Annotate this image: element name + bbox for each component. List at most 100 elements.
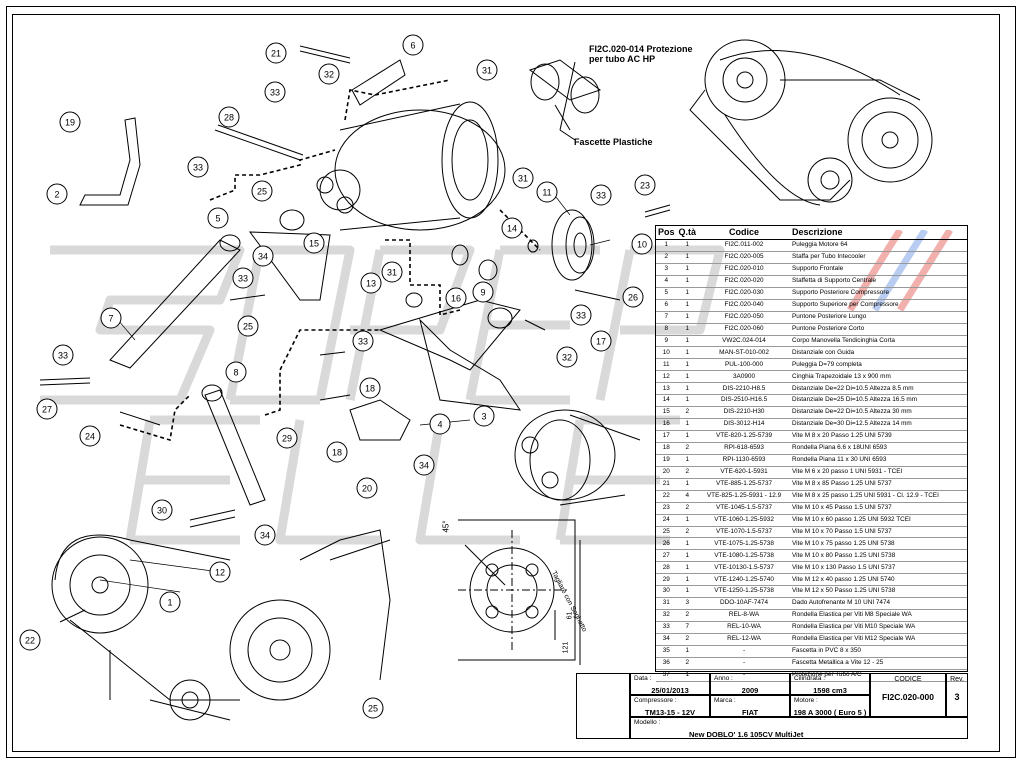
compressor-dimension-view: [458, 409, 641, 665]
balloon-16: 16: [445, 287, 467, 309]
balloon-label: 20: [362, 484, 372, 494]
cell-qty: 1: [676, 430, 699, 443]
cell-pos: 35: [656, 645, 677, 658]
cell-pos: 5: [656, 287, 677, 300]
balloon-circle: [622, 286, 644, 308]
cell-code: REL-12-WA: [698, 633, 791, 646]
balloon-34: 34: [254, 524, 276, 546]
balloon-8: 8: [225, 361, 247, 383]
cell-qty: 1: [676, 311, 699, 324]
cell-code: VW2C.024-014: [698, 335, 791, 348]
dimension-angle: 45°: [441, 520, 451, 533]
balloon-circle: [276, 427, 298, 449]
tube-protection-title-line1: FI2C.020-014 Protezione: [589, 44, 693, 54]
cell-pos: 22: [656, 490, 677, 503]
cell-pos: 34: [656, 633, 677, 646]
balloon-label: 6: [410, 41, 415, 51]
cell-qty: 1: [676, 454, 699, 467]
cell-code: VTE-1250-1.25-5738: [698, 585, 791, 599]
cell-desc: Vite M 10 x 130 Passo 1.5 UNI 5737: [790, 561, 967, 575]
balloon-label: 14: [507, 224, 517, 234]
cell-pos: 17: [656, 430, 677, 443]
cell-desc: Rondella Piana 11 x 30 UNI 6593: [790, 454, 967, 467]
tb-anno: Anno : 2009: [710, 673, 790, 695]
cell-pos: 11: [656, 358, 677, 372]
cell-qty: 1: [676, 287, 699, 300]
balloon-circle: [265, 42, 287, 64]
balloon-circle: [476, 59, 498, 81]
cell-desc: Rondella Elastica per Viti M10 Speciale …: [790, 621, 967, 634]
balloon-circle: [209, 561, 231, 583]
cell-qty: 1: [676, 239, 699, 252]
balloon-29: 29: [276, 427, 298, 449]
balloon-circle: [536, 181, 558, 203]
balloon-15: 15: [303, 232, 325, 254]
cell-code: FI2C.020-005: [698, 251, 791, 264]
tb-codice-value: FI2C.020-000: [882, 692, 934, 702]
balloon-label: 25: [257, 187, 267, 197]
cell-desc: Staffetta di Supporto Centrale: [790, 275, 967, 288]
balloon-label: 10: [637, 240, 647, 250]
cell-pos: 8: [656, 323, 677, 336]
cell-code: VTE-1240-1.25-5740: [698, 573, 791, 587]
cell-qty: 1: [676, 418, 699, 431]
cell-code: FI2C.020-040: [698, 299, 791, 312]
balloon-label: 4: [437, 420, 442, 430]
balloon-label: 33: [358, 337, 368, 347]
title-block: Data : 25/01/2013 Anno : 2009 Cilindrata…: [576, 673, 968, 753]
balloon-circle: [251, 180, 273, 202]
balloon-circle: [512, 167, 534, 189]
balloon-1: 1: [159, 591, 181, 613]
header-code: Codice: [698, 226, 791, 240]
balloon-label: 31: [518, 174, 528, 184]
balloon-30: 30: [151, 499, 173, 521]
cell-desc: Supporto Posteriore Compressore: [790, 287, 967, 300]
fascette-label: Fascette Plastiche: [574, 137, 653, 147]
balloon-label: 31: [387, 268, 397, 278]
balloon-label: 34: [419, 461, 429, 471]
cell-code: MAN-ST-010-002: [698, 346, 791, 360]
cell-desc: Supporto Frontale: [790, 263, 967, 276]
cell-pos: 12: [656, 370, 677, 384]
cell-qty: 1: [676, 358, 699, 372]
cell-pos: 9: [656, 335, 677, 348]
balloon-34: 34: [413, 454, 435, 476]
tb-data-value: 25/01/2013: [651, 686, 689, 695]
balloon-circle: [570, 304, 592, 326]
balloon-label: 33: [576, 311, 586, 321]
cell-pos: 21: [656, 478, 677, 491]
dimension-61: 61: [566, 611, 574, 620]
cell-pos: 7: [656, 311, 677, 324]
cell-desc: Vite M 8 x 25 passo 1.25 UNI 5931 - Cl. …: [790, 490, 967, 503]
cell-qty: 2: [676, 526, 699, 539]
balloon-circle: [187, 156, 209, 178]
balloon-circle: [472, 281, 494, 303]
balloon-circle: [318, 63, 340, 85]
cell-pos: 2: [656, 251, 677, 264]
balloon-label: 33: [193, 163, 203, 173]
cell-pos: 20: [656, 466, 677, 479]
cell-code: VTE-1080-1.25-5738: [698, 549, 791, 563]
cell-desc: Corpo Manovella Tendicinghia Corta: [790, 335, 967, 348]
cell-desc: Puntone Posteriore Lungo: [790, 311, 967, 324]
cell-desc: Vite M 12 x 50 Passo 1.25 UNI 5738: [790, 585, 967, 599]
cell-pos: 10: [656, 346, 677, 360]
balloon-circle: [359, 377, 381, 399]
cell-pos: 32: [656, 609, 677, 622]
cell-pos: 4: [656, 275, 677, 288]
balloon-circle: [79, 425, 101, 447]
balloon-33: 33: [232, 267, 254, 289]
cell-desc: Vite M 10 x 60 passo 1.25 UNI 5932 TCEI: [790, 514, 967, 527]
cell-qty: 1: [676, 549, 699, 563]
cell-qty: 1: [676, 645, 699, 658]
cell-code: -: [698, 645, 791, 658]
